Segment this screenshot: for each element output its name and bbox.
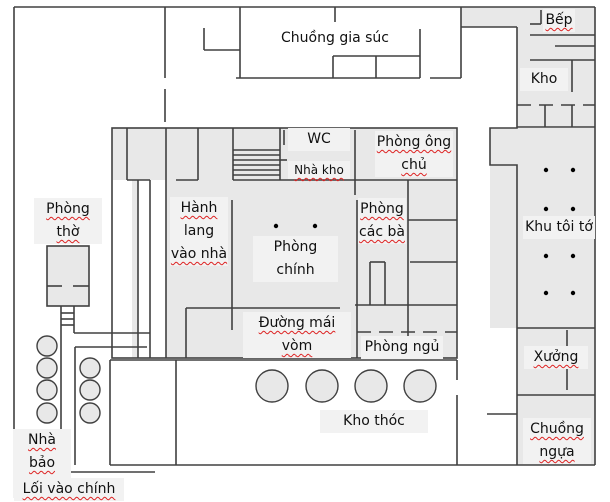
silos bbox=[36, 335, 437, 424]
pillar bbox=[36, 402, 58, 424]
label-main-entrance: Lối vào chính bbox=[14, 478, 124, 501]
column-dot bbox=[570, 167, 576, 173]
pillar bbox=[79, 357, 101, 379]
granary-silo bbox=[354, 369, 388, 403]
label-servant-area: Khu tôi tớ bbox=[523, 216, 595, 239]
label-storage: Kho bbox=[520, 68, 568, 91]
label-wc: WC bbox=[288, 128, 350, 151]
pillar bbox=[36, 335, 58, 357]
column-dot bbox=[543, 206, 549, 212]
label-granary: Kho thóc bbox=[320, 410, 428, 433]
pillar bbox=[79, 402, 101, 424]
label-kitchen: Bếp bbox=[543, 9, 575, 32]
label-workshop: Xưởng bbox=[524, 346, 588, 369]
column-dot bbox=[543, 290, 549, 296]
walls bbox=[13, 6, 596, 473]
column-dot bbox=[543, 167, 549, 173]
pillar bbox=[79, 379, 101, 401]
column-dot bbox=[273, 223, 279, 229]
shrine-area bbox=[47, 246, 89, 306]
label-main-hall: Phòng chính bbox=[253, 236, 338, 282]
granary-silo bbox=[255, 369, 289, 403]
column-dot bbox=[570, 290, 576, 296]
label-bedroom: Phòng ngủ bbox=[361, 336, 443, 359]
granary-silo bbox=[305, 369, 339, 403]
column-dot bbox=[570, 206, 576, 212]
column-dot bbox=[570, 253, 576, 259]
column-dot bbox=[543, 253, 549, 259]
granary-silo bbox=[403, 369, 437, 403]
label-warehouse: Nhà kho bbox=[288, 161, 350, 179]
label-livestock-pen: Chuồng gia súc bbox=[275, 27, 395, 50]
pillar bbox=[36, 379, 58, 401]
column-dot bbox=[312, 223, 318, 229]
pillar bbox=[36, 357, 58, 379]
